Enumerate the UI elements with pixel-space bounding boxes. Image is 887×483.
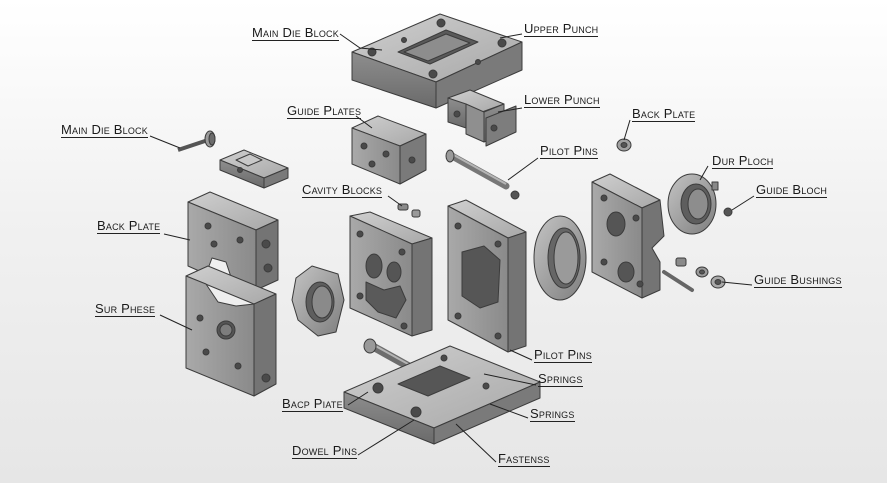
label-springs-2: Springs — [530, 406, 575, 422]
label-dur-ploch: Dur Ploch — [712, 153, 774, 169]
label-lower-punch: Lower Punch — [524, 92, 600, 108]
label-upper-punch: Upper Punch — [524, 21, 599, 37]
label-guide-plates: Guide Plates — [287, 103, 362, 119]
main-die-block-top-part — [351, 13, 523, 109]
leader-main-die-block-top — [339, 33, 383, 51]
label-main-die-block-left: Main Die Block — [61, 122, 148, 138]
label-guide-bushings: Guide Bushings — [754, 272, 842, 288]
flanged-ring-left-part — [291, 265, 345, 337]
label-main-die-block-top: Main Die Block — [252, 25, 339, 41]
pilot-pin-top-part — [445, 149, 520, 200]
label-sur-phese: Sur Phese — [95, 301, 156, 317]
back-plate-right-part — [591, 173, 665, 299]
large-ring-part — [533, 215, 587, 301]
bacp-piate-part — [343, 345, 541, 445]
label-back-plate-left: Back Plate — [97, 218, 161, 234]
guide-plates-part — [351, 115, 427, 185]
main-die-block-left-part — [219, 149, 289, 189]
label-pilot-pins-top: Pilot Pins — [540, 143, 598, 159]
screw-left-part — [177, 130, 216, 152]
cavity-block-plate-part — [349, 211, 433, 337]
back-plate-nut-part — [616, 138, 632, 152]
guide-bloch-part — [723, 207, 733, 217]
label-cavity-blocks: Cavity Blocks — [302, 182, 383, 198]
label-guide-bloch: Guide Bloch — [756, 182, 828, 198]
label-dowel-pins: Dowel Pins — [292, 443, 358, 459]
label-fastenss: Fastenss — [498, 451, 550, 467]
label-back-plate-right: Back Plate — [632, 106, 696, 122]
guide-bushings-part — [662, 257, 726, 292]
dur-ploch-part — [667, 173, 719, 235]
sur-phese-part — [185, 265, 277, 397]
label-pilot-pins-bottom: Pilot Pins — [534, 347, 592, 363]
lower-punch-part — [447, 89, 517, 147]
leader-lines — [149, 33, 755, 463]
label-bacp-piate: Bacp Piate — [282, 396, 343, 412]
label-springs-1: Springs — [538, 371, 583, 387]
die-plate-part — [447, 199, 527, 353]
